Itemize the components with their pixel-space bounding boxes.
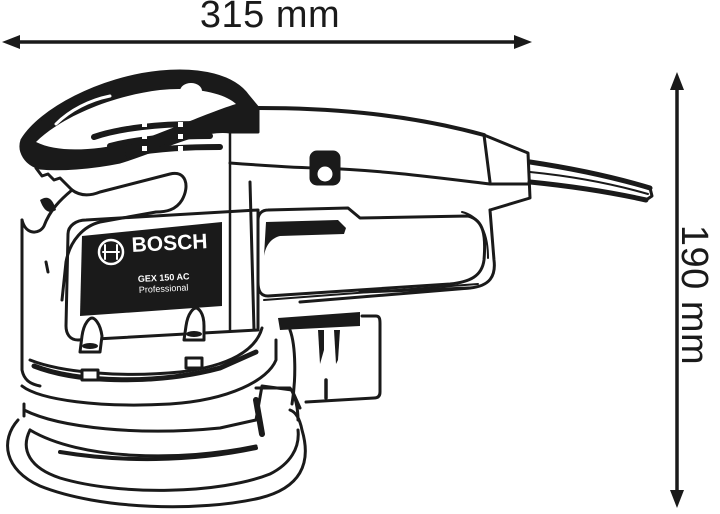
- on-off-switch: [309, 150, 341, 186]
- dust-port: [278, 312, 382, 406]
- front-dome: [19, 69, 260, 171]
- rear-cap: [482, 133, 532, 212]
- product-line: Professional: [139, 282, 189, 295]
- height-dimension-label: 190 mm: [673, 224, 715, 366]
- label-plate: [64, 208, 260, 342]
- handle-grip: [256, 206, 489, 301]
- width-dimension-arrow: [2, 35, 532, 49]
- power-cord: [527, 159, 654, 203]
- sanding-pad: [6, 408, 307, 509]
- base-collar: [20, 326, 302, 433]
- orbit-ring: [28, 386, 300, 462]
- vent-slots: [91, 121, 223, 157]
- height-dimension-arrow: [670, 72, 684, 508]
- front-body: [20, 130, 256, 388]
- model-name: GEX 150 AC: [138, 271, 191, 284]
- brand-name: BOSCH: [131, 230, 208, 257]
- locking-tabs: [78, 306, 206, 354]
- width-dimension-label: 315 mm: [199, 0, 341, 36]
